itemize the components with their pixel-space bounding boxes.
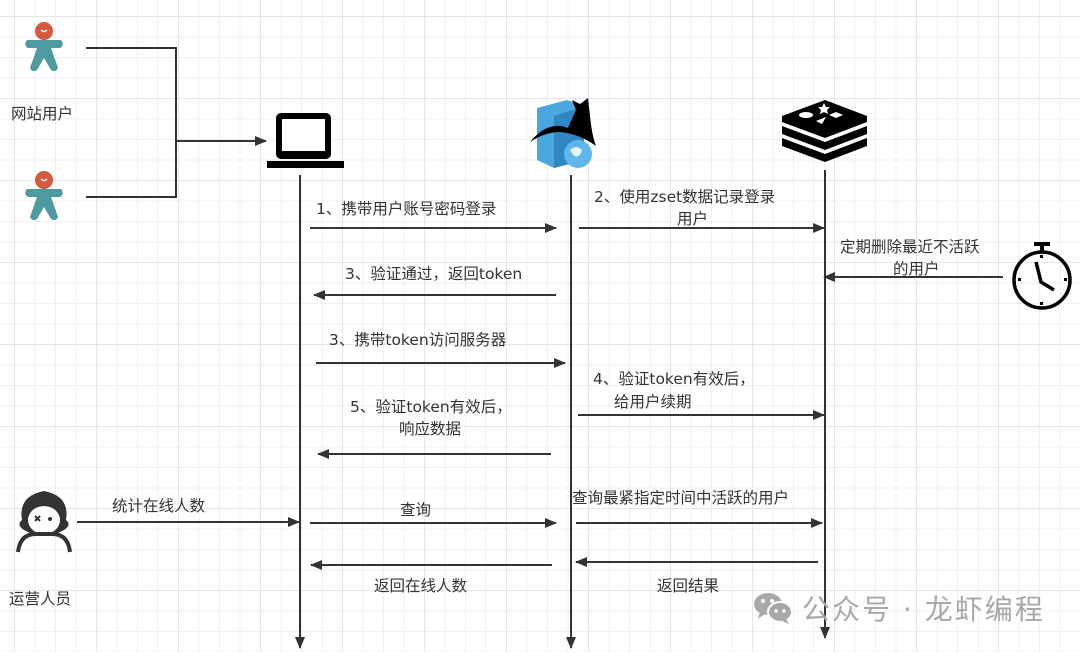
- message-label: 5、验证token有效后，: [350, 398, 512, 416]
- message-label: 返回结果: [657, 577, 720, 595]
- message-label: 2、使用zset数据记录登录: [594, 188, 776, 206]
- gingerbread-person-icon: [25, 171, 63, 221]
- gingerbread-person-icon: [25, 22, 63, 72]
- message-label: 的用户: [893, 260, 940, 278]
- wechat-icon: [754, 593, 793, 624]
- person-avatar-icon: [16, 491, 72, 553]
- tomcat-server-icon: [530, 98, 596, 168]
- message-label: 用户: [677, 210, 709, 228]
- message-label: 查询最紧指定时间中活跃的用户: [572, 489, 790, 507]
- laptop-icon: [267, 113, 344, 168]
- message-label: 3、携带token访问服务器: [329, 331, 507, 349]
- message-label: 3、验证通过，返回token: [345, 265, 523, 283]
- message-label: 定期删除最近不活跃: [840, 238, 980, 256]
- watermark-text: 公众号 · 龙虾编程: [802, 593, 1045, 626]
- redis-icon: [782, 100, 867, 162]
- website-users-label: 网站用户: [11, 105, 74, 123]
- message-label: 响应数据: [399, 420, 462, 438]
- operator-label: 运营人员: [9, 590, 72, 608]
- message-label: 4、验证token有效后，: [593, 370, 755, 388]
- message-label: 给用户续期: [614, 393, 692, 411]
- stopwatch-icon: [1012, 242, 1072, 310]
- message-label: 1、携带用户账号密码登录: [316, 200, 497, 218]
- users-bracket: [86, 47, 177, 198]
- watermark: 公众号 · 龙虾编程: [752, 588, 1045, 628]
- message-label: 统计在线人数: [112, 497, 206, 515]
- message-label: 返回在线人数: [374, 577, 468, 595]
- message-label: 查询: [400, 501, 432, 519]
